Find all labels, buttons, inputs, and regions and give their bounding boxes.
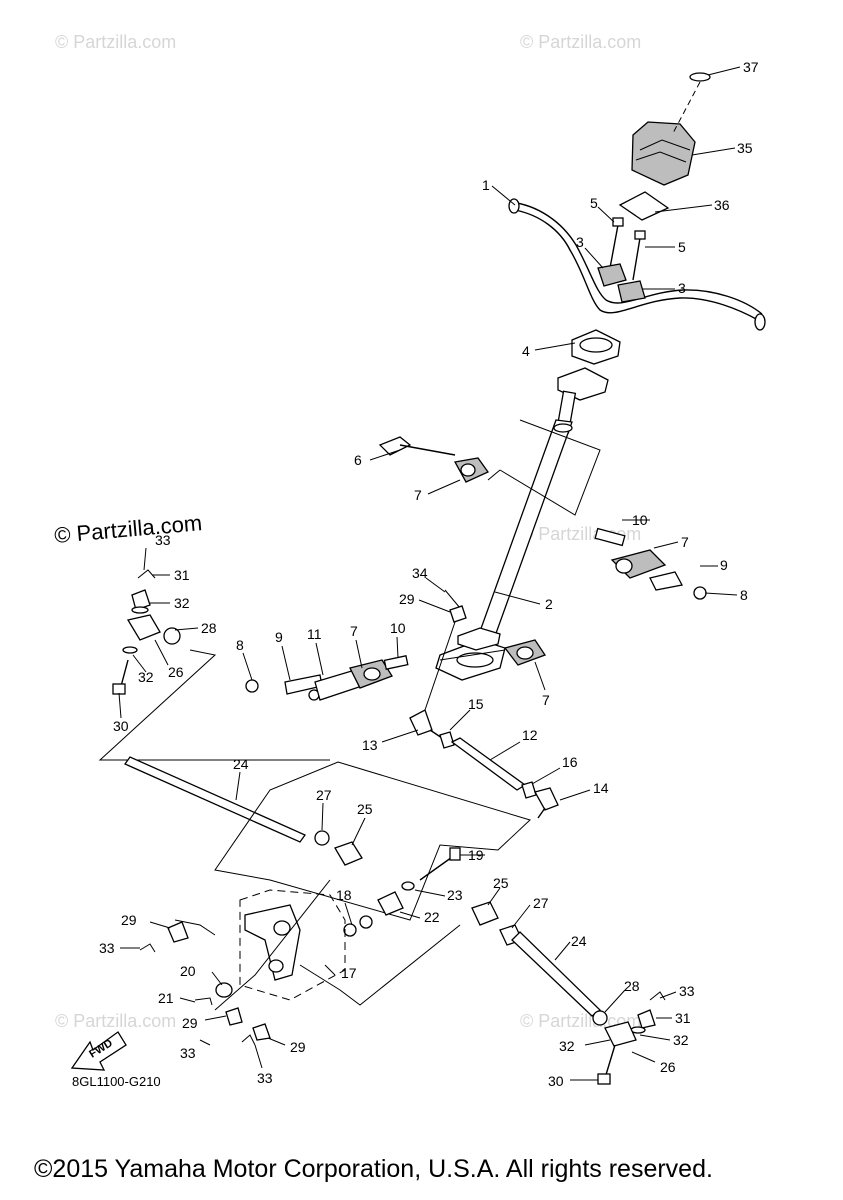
callout-2: 2 <box>545 596 553 612</box>
callout-37: 37 <box>743 59 759 75</box>
callout-29c: 29 <box>182 1015 198 1031</box>
callout-19: 19 <box>468 847 484 863</box>
callout-33e: 33 <box>679 983 695 999</box>
callout-35: 35 <box>737 140 753 156</box>
callout-30b: 30 <box>548 1073 564 1089</box>
handlebar-group <box>508 72 766 434</box>
callout-6: 6 <box>354 452 362 468</box>
tie-rod-left <box>124 756 306 843</box>
callout-25b: 25 <box>493 875 509 891</box>
callout-32c: 32 <box>559 1038 575 1054</box>
callout-numbers: 37 35 36 1 5 5 3 3 4 6 7 10 7 9 8 34 29 … <box>99 59 759 1089</box>
callout-33b: 33 <box>99 940 115 956</box>
copyright-notice: ©2015 Yamaha Motor Corporation, U.S.A. A… <box>34 1155 713 1183</box>
callout-21: 21 <box>158 990 174 1006</box>
callout-31b: 31 <box>675 1010 691 1026</box>
middle-linkage-group <box>245 639 546 701</box>
callout-23: 23 <box>447 887 463 903</box>
fwd-arrow: FWD <box>70 1031 127 1071</box>
callout-26a: 26 <box>168 664 184 680</box>
callout-36: 36 <box>714 197 730 213</box>
callout-33a: 33 <box>155 532 171 548</box>
callout-28a: 28 <box>201 620 217 636</box>
callout-20: 20 <box>180 963 196 979</box>
callout-29d: 29 <box>290 1039 306 1055</box>
callout-15: 15 <box>468 696 484 712</box>
callout-4: 4 <box>522 343 530 359</box>
callout-27b: 27 <box>533 895 549 911</box>
callout-18: 18 <box>336 887 352 903</box>
callout-32a: 32 <box>174 595 190 611</box>
callout-5a: 5 <box>590 195 598 211</box>
callout-7a: 7 <box>414 487 422 503</box>
watermark-bottom-left: © Partzilla.com <box>55 1011 176 1031</box>
callout-30a: 30 <box>113 718 129 734</box>
center-rod-group <box>409 621 559 819</box>
callout-29a: 29 <box>399 591 415 607</box>
callout-33d: 33 <box>257 1070 273 1086</box>
callout-32d: 32 <box>673 1032 689 1048</box>
callout-31a: 31 <box>174 567 190 583</box>
callout-11: 11 <box>307 626 322 642</box>
callout-14: 14 <box>593 780 609 796</box>
callout-32b: 32 <box>138 669 154 685</box>
right-tie-rod-group <box>471 901 666 1085</box>
callout-9b: 9 <box>275 629 283 645</box>
callout-16: 16 <box>562 754 578 770</box>
callout-34: 34 <box>412 565 428 581</box>
upper-clamp-group <box>378 436 501 483</box>
callout-27a: 27 <box>316 787 332 803</box>
diagram-code: 8GL1100-G210 <box>72 1074 161 1089</box>
callout-25a: 25 <box>357 801 373 817</box>
callout-7b: 7 <box>681 534 689 550</box>
callout-3b: 3 <box>678 280 686 296</box>
callout-29b: 29 <box>121 912 137 928</box>
left-tie-rod-end-group <box>112 569 181 695</box>
callout-9a: 9 <box>720 557 728 573</box>
callout-22: 22 <box>424 909 440 925</box>
pitman-arm-group <box>139 847 461 1046</box>
callout-8b: 8 <box>236 637 244 653</box>
callout-7d: 7 <box>542 692 550 708</box>
callout-12: 12 <box>522 727 538 743</box>
steering-column <box>435 419 573 681</box>
watermark-top-left: © Partzilla.com <box>55 32 176 52</box>
leader-lines <box>118 66 741 1081</box>
callout-10b: 10 <box>390 620 406 636</box>
callout-28b: 28 <box>624 978 640 994</box>
callout-1: 1 <box>482 177 490 193</box>
callout-17: 17 <box>341 965 357 981</box>
callout-13: 13 <box>362 737 378 753</box>
callout-24b: 24 <box>571 933 587 949</box>
callout-33c: 33 <box>180 1045 196 1061</box>
callout-24a: 24 <box>233 756 249 772</box>
right-linkage-group <box>594 527 707 600</box>
callout-3a: 3 <box>576 234 584 250</box>
watermark-top-right: © Partzilla.com <box>520 32 641 52</box>
callout-26b: 26 <box>660 1059 676 1075</box>
callout-10a: 10 <box>632 512 648 528</box>
watermark-main: © Partzilla.com <box>53 510 203 548</box>
callout-5b: 5 <box>678 239 686 255</box>
callout-7c: 7 <box>350 623 358 639</box>
callout-8a: 8 <box>740 587 748 603</box>
